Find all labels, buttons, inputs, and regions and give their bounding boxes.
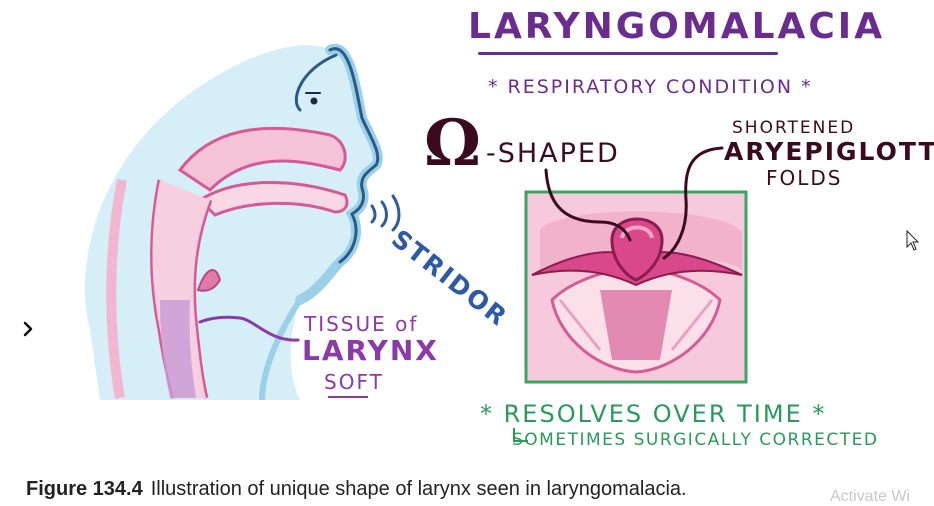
shortened-label: SHORTENED: [732, 118, 856, 138]
omega-symbol: Ω: [424, 106, 481, 181]
figure-caption: Figure 134.4 Illustration of unique shape…: [26, 478, 687, 501]
shaped-pointer-line: [544, 168, 632, 242]
stridor-sound-waves: [370, 194, 401, 232]
figure-subtitle: * RESPIRATORY CONDITION *: [488, 76, 813, 98]
airway-drawing: [106, 126, 349, 399]
soft-label: SOFT: [324, 370, 384, 394]
sometimes-bracket: [513, 428, 528, 442]
aryepiglottic-pointer-line: [662, 146, 724, 260]
tissue-pointer-line: [198, 315, 300, 342]
caption-text: Illustration of unique shape of larynx s…: [150, 478, 687, 500]
caption-label: Figure 134.4: [26, 478, 143, 500]
shaped-label: -SHAPED: [486, 138, 620, 169]
activation-watermark: Activate Wi: [830, 488, 911, 505]
mouse-pointer-icon: [906, 229, 920, 251]
resolves-label: * RESOLVES OVER TIME *: [480, 400, 827, 428]
title-underline: [478, 52, 778, 55]
sometimes-label: SOMETIMES SURGICALLY CORRECTED: [512, 430, 879, 450]
chevron-right-icon[interactable]: [20, 316, 38, 342]
laryngomalacia-illustration: [85, 43, 920, 442]
folds-label: FOLDS: [766, 166, 843, 190]
aryepiglottic-label: ARYEPIGLOTTIC: [724, 137, 934, 166]
figure-title: LARYNGOMALACIA: [468, 6, 886, 47]
chevron-right-icon-glyph: [23, 321, 33, 337]
larynx-label: LARYNX: [302, 334, 439, 367]
soft-underline: [328, 396, 368, 398]
endoscopic-larynx-view: [524, 190, 748, 384]
tissue-of-label: TISSUE of: [304, 312, 419, 336]
